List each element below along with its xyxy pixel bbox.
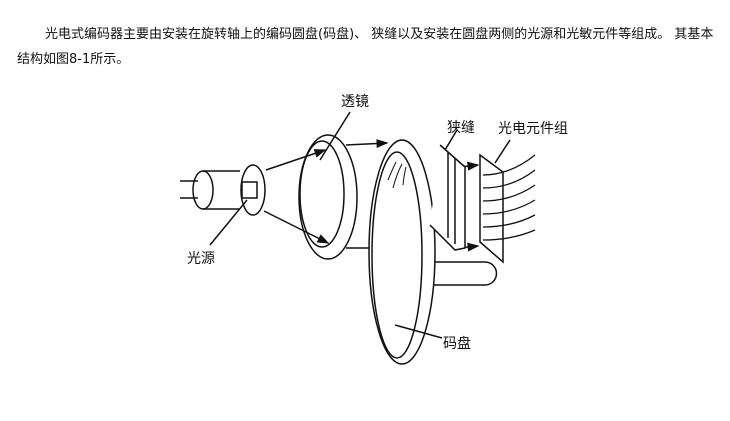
- label-light-source: 光源: [187, 251, 215, 267]
- light-source: [180, 164, 266, 246]
- label-slit: 狭缝: [447, 120, 475, 136]
- code-disc: [368, 139, 443, 365]
- photoelectric-element-group: [479, 139, 536, 264]
- label-lens: 透镜: [341, 94, 369, 110]
- lens: [298, 111, 358, 260]
- shaft: [428, 261, 498, 286]
- slit: [429, 129, 466, 251]
- body-paragraph: 光电式编码器主要由安装在旋转轴上的编码圆盘(码盘)、 狭缝以及安装在圆盘两侧的光…: [17, 27, 714, 67]
- label-code-disc: 码盘: [443, 335, 471, 352]
- label-photoelectric-elements: 光电元件组: [498, 121, 568, 137]
